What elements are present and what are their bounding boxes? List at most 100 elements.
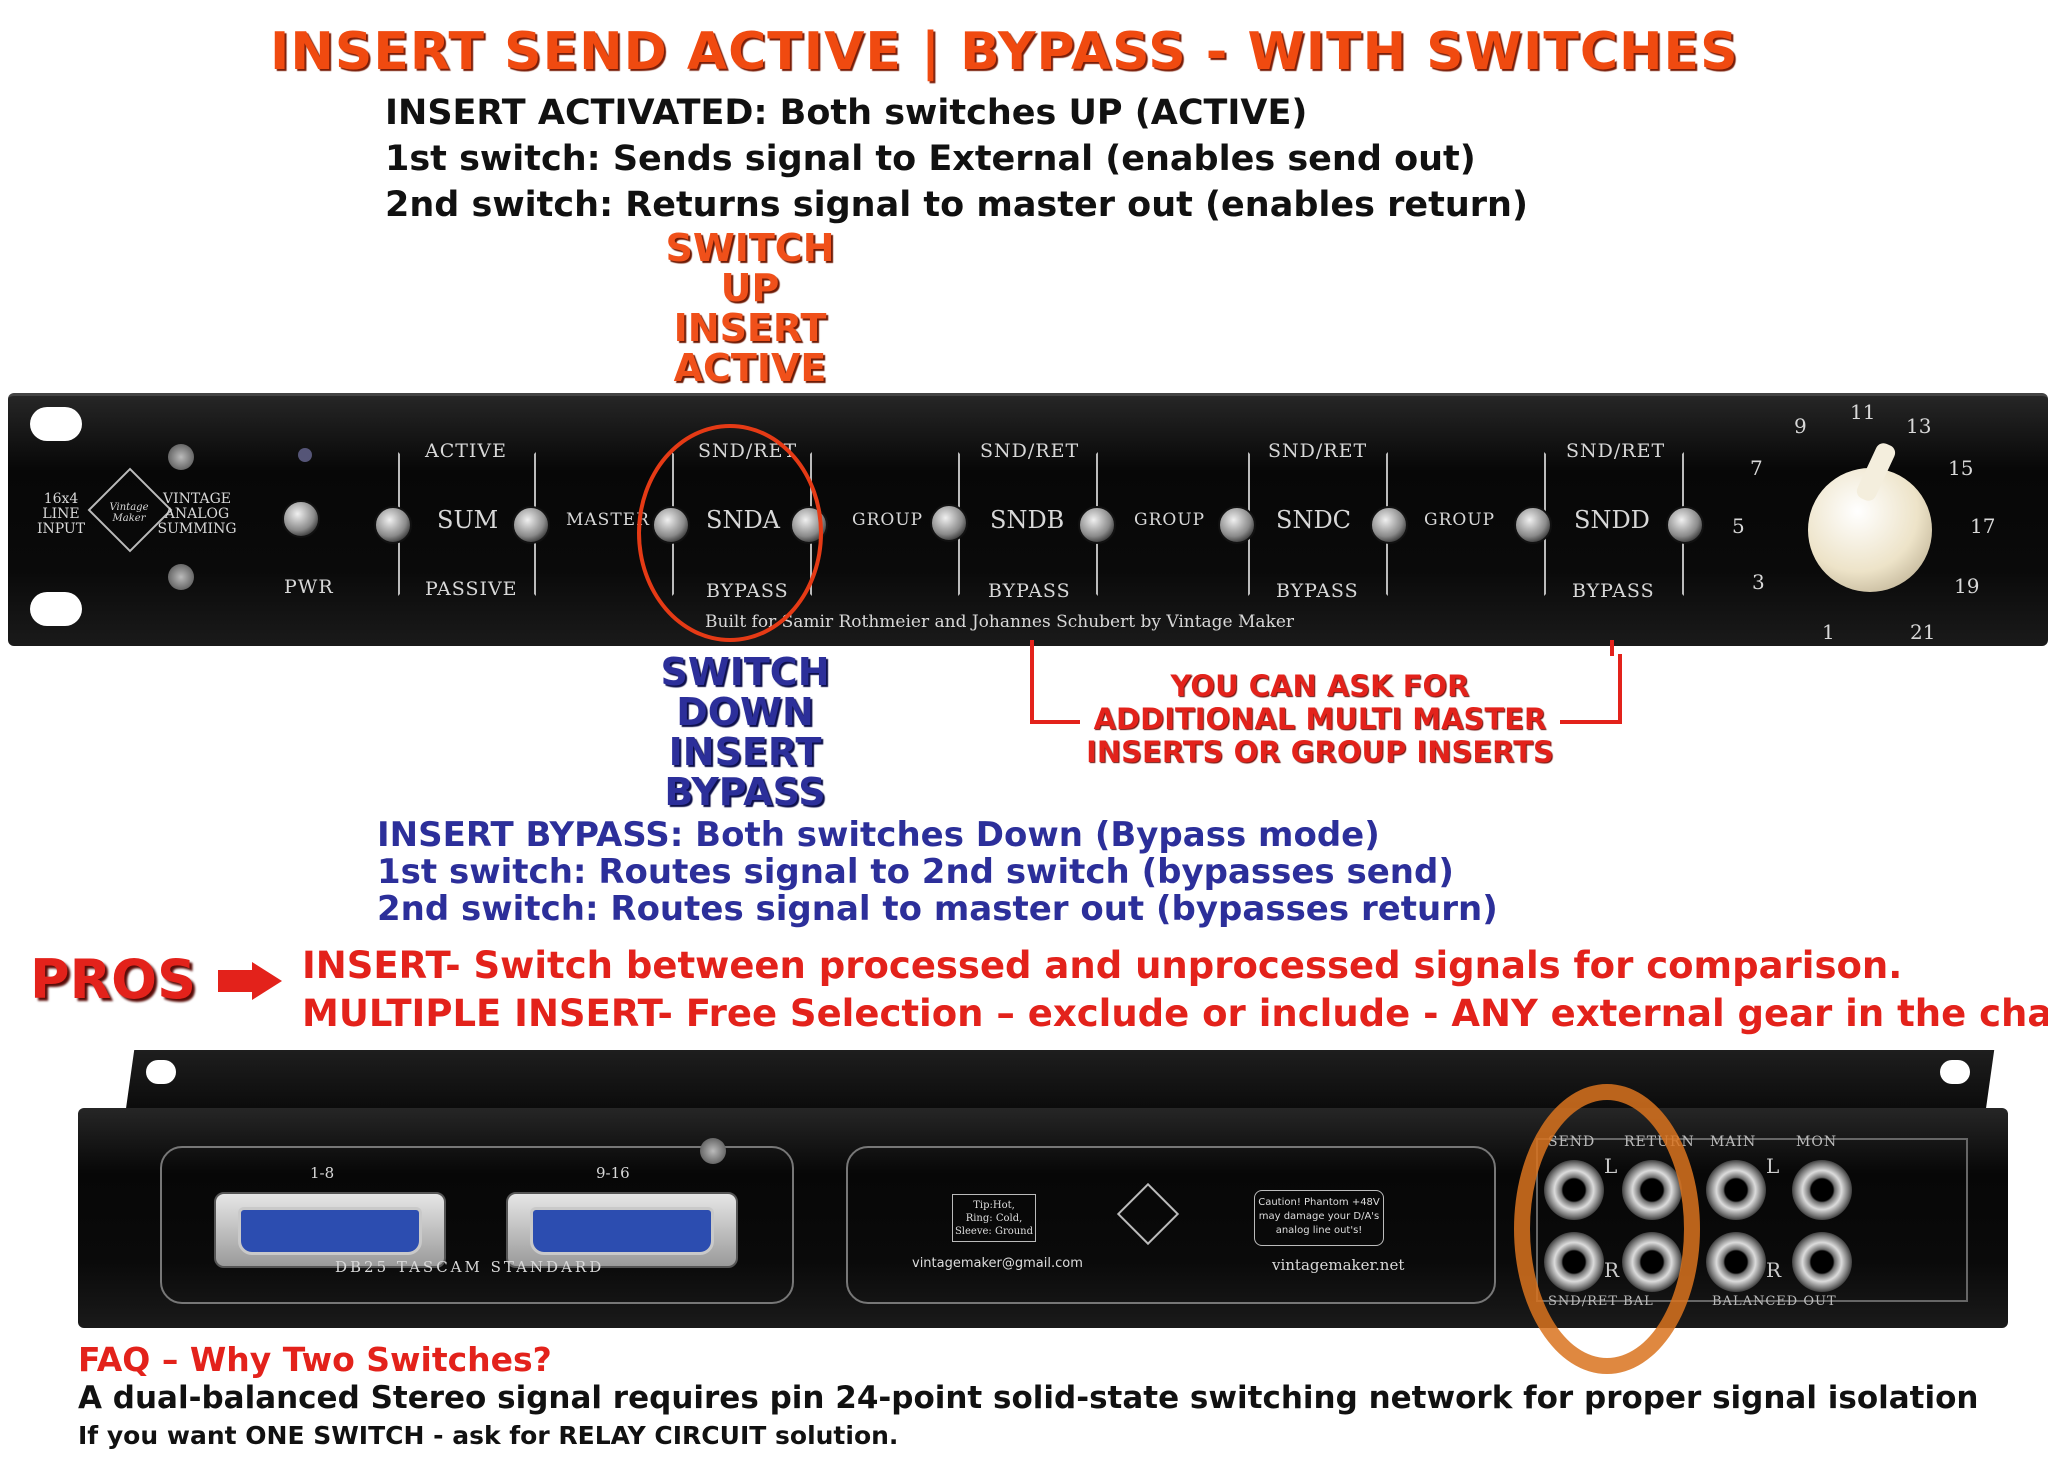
- knob-scale-7: 7: [1750, 456, 1763, 480]
- caution-line: analog line out's!: [1275, 1225, 1363, 1236]
- rack-ear-hole: [30, 592, 82, 626]
- jack-header-main: MAIN: [1710, 1134, 1757, 1150]
- page-title: INSERT SEND ACTIVE | BYPASS - WITH SWITC…: [270, 22, 1739, 82]
- rear-ear-hole: [146, 1060, 176, 1084]
- sndc-switch-1[interactable]: [1218, 506, 1256, 544]
- pros-line-2: MULTIPLE INSERT- Free Selection – exclud…: [302, 992, 2048, 1035]
- knob-scale-9: 9: [1794, 414, 1807, 438]
- sndc-group-label: GROUP: [1424, 510, 1496, 530]
- logo-text: Vintage Maker: [109, 502, 149, 524]
- tip-note-line: Sleeve: Ground: [954, 1226, 1034, 1237]
- brand-left-line: LINE: [42, 506, 80, 522]
- sndb-label: SNDB: [990, 506, 1065, 534]
- front-panel: [8, 393, 2048, 646]
- knob-scale-1: 1: [1822, 620, 1835, 644]
- brand-right-line: SUMMING: [157, 521, 237, 537]
- switch-up-line: ACTIVE: [673, 346, 827, 390]
- multi-master-line: INSERTS OR GROUP INSERTS: [1086, 735, 1554, 769]
- jack-mon-r[interactable]: [1792, 1232, 1852, 1292]
- switch-down-line: SWITCH: [660, 650, 830, 694]
- brand-right-line: VINTAGE: [163, 491, 231, 507]
- switch-down-line: DOWN: [676, 690, 814, 734]
- sum-label: SUM: [437, 506, 499, 534]
- insert-bypass-line-1: INSERT BYPASS: Both switches Down (Bypas…: [377, 815, 1380, 855]
- db25-label-9-16: 9-16: [596, 1164, 630, 1182]
- bracket-tick: [1030, 640, 1034, 656]
- snda-highlight-circle: [637, 424, 823, 642]
- brand-right: VINTAGE ANALOG SUMMING: [154, 492, 240, 537]
- switch-down-line: BYPASS: [664, 770, 826, 814]
- sum-switch-1[interactable]: [374, 506, 412, 544]
- pwr-label: PWR: [284, 576, 334, 598]
- insert-activated-line-3: 2nd switch: Returns signal to master out…: [385, 185, 1528, 225]
- website-text: vintagemaker.net: [1272, 1256, 1405, 1274]
- sum-active-label: ACTIVE: [425, 440, 508, 462]
- knob-scale-5: 5: [1732, 514, 1745, 538]
- screw: [168, 564, 194, 590]
- db25-connector-9-16[interactable]: [506, 1192, 738, 1268]
- power-switch[interactable]: [282, 500, 320, 538]
- faq-heading: FAQ – Why Two Switches?: [78, 1340, 552, 1379]
- sndc-bypass-label: BYPASS: [1276, 580, 1359, 602]
- db25-connector-1-8[interactable]: [214, 1192, 446, 1268]
- jack-header-mon: MON: [1796, 1134, 1838, 1150]
- insert-bypass-line-3: 2nd switch: Routes signal to master out …: [377, 889, 1498, 929]
- knob-scale-21: 21: [1910, 620, 1936, 644]
- power-led: [298, 448, 312, 462]
- faq-line-1: A dual-balanced Stereo signal requires p…: [78, 1380, 1979, 1416]
- left-channel-label: L: [1766, 1154, 1780, 1178]
- knob-scale-11: 11: [1850, 400, 1876, 424]
- insert-activated-line-2: 1st switch: Sends signal to External (en…: [385, 139, 1476, 179]
- multi-master-line: ADDITIONAL MULTI MASTER: [1093, 702, 1547, 736]
- tip-note-line: Ring: Cold,: [965, 1213, 1023, 1224]
- pros-line-1: INSERT- Switch between processed and unp…: [302, 944, 1903, 987]
- jack-main-l[interactable]: [1706, 1160, 1766, 1220]
- bracket-tick: [1610, 640, 1614, 656]
- master-label: MASTER: [566, 510, 650, 530]
- knob-scale-13: 13: [1906, 414, 1932, 438]
- switch-up-line: UP: [720, 266, 780, 310]
- info-plate: [846, 1146, 1496, 1304]
- caution-line: Caution! Phantom +48V: [1258, 1197, 1380, 1208]
- insert-bypass-line-2: 1st switch: Routes signal to 2nd switch …: [377, 852, 1454, 892]
- rear-ear-hole: [1940, 1060, 1970, 1084]
- send-return-highlight: [1514, 1084, 1700, 1374]
- caution-note: Caution! Phantom +48V may damage your D/…: [1254, 1190, 1384, 1246]
- switch-down-line: INSERT: [668, 730, 822, 774]
- tip-note-line: Tip:Hot,: [973, 1200, 1015, 1211]
- db25-label-1-8: 1-8: [310, 1164, 335, 1182]
- knob-scale-3: 3: [1752, 570, 1765, 594]
- sndd-switch-2[interactable]: [1666, 506, 1704, 544]
- brand-left: 16x4 LINE INPUT: [36, 492, 86, 537]
- multi-master-note: YOU CAN ASK FOR ADDITIONAL MULTI MASTER …: [1080, 670, 1560, 769]
- built-for-text: Built for Samir Rothmeier and Johannes S…: [705, 612, 1295, 632]
- sum-switch-2[interactable]: [512, 506, 550, 544]
- multi-master-line: YOU CAN ASK FOR: [1170, 669, 1470, 703]
- pros-label: PROS: [30, 948, 196, 1011]
- snda-group-label: GROUP: [852, 510, 924, 530]
- sndb-bypass-label: BYPASS: [988, 580, 1071, 602]
- right-channel-label: R: [1766, 1258, 1782, 1282]
- jack-mon-l[interactable]: [1792, 1160, 1852, 1220]
- switch-up-line: INSERT: [673, 306, 827, 350]
- rack-ear-hole: [30, 407, 82, 441]
- knob-scale-17: 17: [1970, 514, 1996, 538]
- tip-note: Tip:Hot, Ring: Cold, Sleeve: Ground: [952, 1194, 1036, 1242]
- sndc-switch-2[interactable]: [1370, 506, 1408, 544]
- sndb-switch-1[interactable]: [930, 504, 968, 542]
- email-text: vintagemaker@gmail.com: [912, 1256, 1083, 1271]
- sndd-switch-1[interactable]: [1514, 506, 1552, 544]
- screw: [168, 444, 194, 470]
- sndd-bypass-label: BYPASS: [1572, 580, 1655, 602]
- sndb-top-label: SND/RET: [980, 440, 1080, 462]
- switch-down-label: SWITCH DOWN INSERT BYPASS: [635, 652, 855, 812]
- sndb-switch-2[interactable]: [1078, 506, 1116, 544]
- jack-main-r[interactable]: [1706, 1232, 1766, 1292]
- screw: [700, 1138, 726, 1164]
- sndc-label: SNDC: [1276, 506, 1352, 534]
- knob-scale-19: 19: [1954, 574, 1980, 598]
- jack-footer-balanced: BALANCED OUT: [1712, 1294, 1837, 1309]
- sndd-label: SNDD: [1574, 506, 1650, 534]
- db25-plate: [160, 1146, 794, 1304]
- sndd-top-label: SND/RET: [1566, 440, 1666, 462]
